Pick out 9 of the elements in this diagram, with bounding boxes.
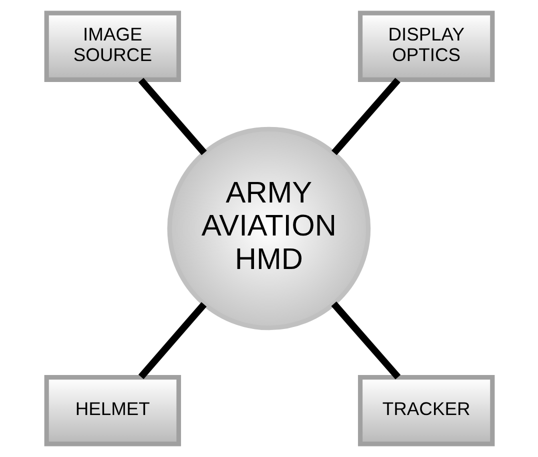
connector <box>138 78 206 156</box>
connector <box>138 302 206 380</box>
node-box: IMAGE SOURCE <box>44 10 181 82</box>
node-circle: ARMY AVIATION HMD <box>166 126 370 330</box>
connector <box>331 78 400 156</box>
node-box: DISPLAY OPTICS <box>357 10 494 82</box>
node-box: HELMET <box>44 375 181 446</box>
node-box: TRACKER <box>357 375 494 446</box>
connector <box>330 302 400 380</box>
